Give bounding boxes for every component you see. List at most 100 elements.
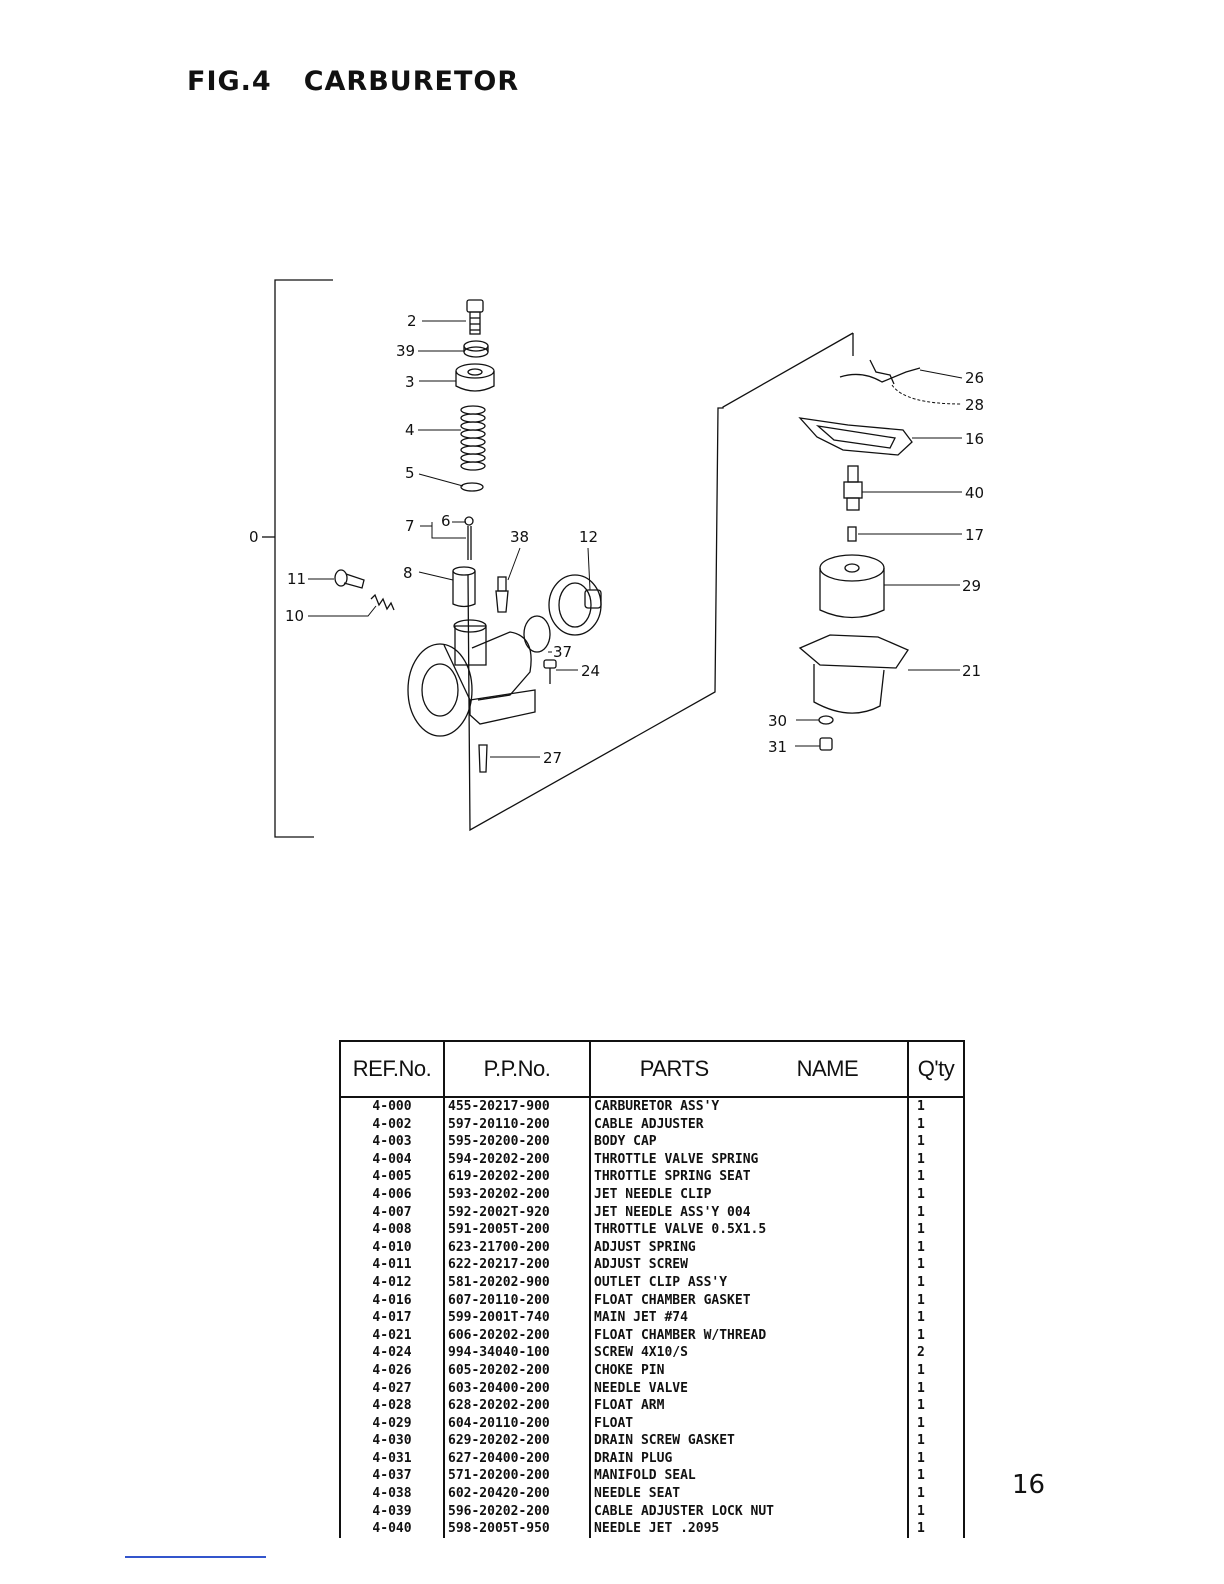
qty-cell: 1: [907, 1238, 965, 1257]
part-name-cell: SCREW 4X10/S: [589, 1344, 909, 1362]
pp-no-cell: 605-20202-200: [443, 1361, 591, 1380]
callout-21: 21: [962, 662, 981, 680]
ref-cell: 4-030: [339, 1432, 445, 1450]
jet-needle-part: [467, 526, 472, 560]
qty-cell: 1: [907, 1168, 965, 1186]
callout-16: 16: [965, 430, 984, 448]
ref-cell: 4-000: [339, 1097, 445, 1116]
callout-7: 7: [405, 517, 415, 535]
part-name-cell: DRAIN PLUG: [589, 1449, 909, 1468]
needle-clip-part: [464, 516, 474, 526]
adjust-screw-part: [334, 569, 365, 589]
part-name-cell: NEEDLE VALVE: [589, 1379, 909, 1398]
exploded-parts-diagram: 2 39 3 4 5 6 7 38 12 0 11 8 10 37 24 27 …: [249, 279, 984, 838]
body-cap-part: [455, 363, 495, 392]
header-parts: PARTS: [639, 1056, 709, 1081]
pp-no-cell: 593-20202-200: [443, 1185, 591, 1204]
pp-no-cell: 598-2005T-950: [443, 1520, 591, 1538]
needle-valve-part: [478, 744, 488, 773]
ref-cell: 4-031: [339, 1449, 445, 1468]
float-part: [819, 554, 885, 619]
part-name-cell: DRAIN SCREW GASKET: [589, 1432, 909, 1450]
pp-no-cell: 599-2001T-740: [443, 1309, 591, 1327]
part-name-cell: NEEDLE JET .2095: [589, 1520, 909, 1538]
header-parts-name: PARTS NAME: [589, 1040, 909, 1098]
callout-40: 40: [965, 484, 984, 502]
ref-cell: 4-012: [339, 1273, 445, 1292]
adjust-spring-part: [370, 593, 395, 611]
callout-24: 24: [581, 662, 600, 680]
qty-cell: 1: [907, 1326, 965, 1345]
pp-no-cell: 628-20202-200: [443, 1397, 591, 1415]
qty-cell: 1: [907, 1203, 965, 1222]
callout-30: 30: [768, 712, 787, 730]
figure-title: CARBURETOR: [303, 66, 520, 97]
part-name-cell: THROTTLE VALVE 0.5X1.5: [589, 1221, 909, 1239]
pp-no-cell: 594-20202-200: [443, 1150, 591, 1169]
qty-cell: 1: [907, 1414, 965, 1433]
pp-no-cell: 595-20200-200: [443, 1133, 591, 1151]
header-name: NAME: [796, 1056, 859, 1081]
drain-gasket-part: [818, 715, 834, 725]
qty-cell: 1: [907, 1097, 965, 1116]
pp-no-cell: 606-20202-200: [443, 1326, 591, 1345]
part-name-cell: JET NEEDLE CLIP: [589, 1185, 909, 1204]
lock-nut-part: [463, 340, 489, 358]
pp-no-cell: 994-34040-100: [443, 1344, 591, 1362]
pp-no-cell: 455-20217-900: [443, 1097, 591, 1116]
choke-pin-float-arm-part: [839, 359, 921, 385]
needle-jet-part: [843, 465, 863, 511]
pp-no-cell: 596-20202-200: [443, 1502, 591, 1521]
qty-cell: 1: [907, 1221, 965, 1239]
qty-cell: 1: [907, 1520, 965, 1538]
qty-cell: 1: [907, 1185, 965, 1204]
part-name-cell: FLOAT ARM: [589, 1397, 909, 1415]
part-name-cell: FLOAT CHAMBER W/THREAD: [589, 1326, 909, 1345]
ref-cell: 4-010: [339, 1238, 445, 1257]
manifold-seal-part: [523, 615, 551, 653]
page-number: 16: [1012, 1470, 1046, 1500]
callout-4: 4: [405, 421, 415, 439]
part-name-cell: THROTTLE VALVE SPRING: [589, 1150, 909, 1169]
qty-cell: 1: [907, 1485, 965, 1503]
callout-39: 39: [396, 342, 415, 360]
header-qty: Q'ty: [907, 1040, 965, 1098]
pp-no-cell: 603-20400-200: [443, 1379, 591, 1398]
part-name-cell: JET NEEDLE ASS'Y 004: [589, 1203, 909, 1222]
pp-no-cell: 571-20200-200: [443, 1467, 591, 1486]
part-name-cell: NEEDLE SEAT: [589, 1485, 909, 1503]
qty-cell: 1: [907, 1150, 965, 1169]
pp-no-cell: 627-20400-200: [443, 1449, 591, 1468]
part-name-cell: BODY CAP: [589, 1133, 909, 1151]
ref-cell: 4-028: [339, 1397, 445, 1415]
pp-no-cell: 597-20110-200: [443, 1115, 591, 1134]
part-name-cell: ADJUST SCREW: [589, 1256, 909, 1274]
callout-37: 37: [553, 643, 572, 661]
group-divider-line: [467, 332, 854, 832]
callout-27: 27: [543, 749, 562, 767]
qty-cell: 1: [907, 1502, 965, 1521]
leader-lines: [308, 320, 963, 758]
callout-0: 0: [249, 528, 259, 546]
pp-no-cell: 623-21700-200: [443, 1238, 591, 1257]
callout-12: 12: [579, 528, 598, 546]
qty-cell: 1: [907, 1467, 965, 1486]
